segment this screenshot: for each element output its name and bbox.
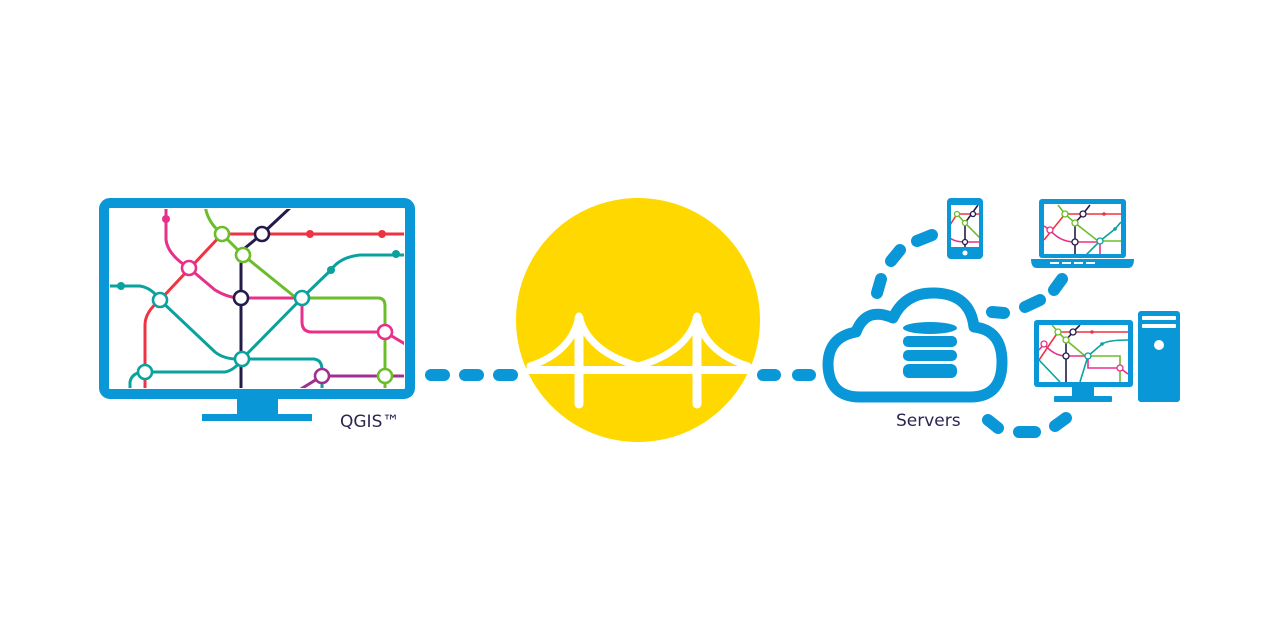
bridge-icon	[516, 198, 760, 442]
metro-map	[110, 209, 404, 388]
connector-ring	[871, 229, 1072, 438]
phone-icon	[947, 198, 983, 259]
cloud-database-icon	[822, 287, 1008, 403]
monitor-icon	[99, 198, 415, 421]
laptop-icon	[1031, 199, 1134, 268]
qgis-label: QGIS™	[340, 412, 399, 432]
servers-label: Servers	[896, 411, 961, 431]
desktop-computer-icon	[1034, 311, 1180, 402]
